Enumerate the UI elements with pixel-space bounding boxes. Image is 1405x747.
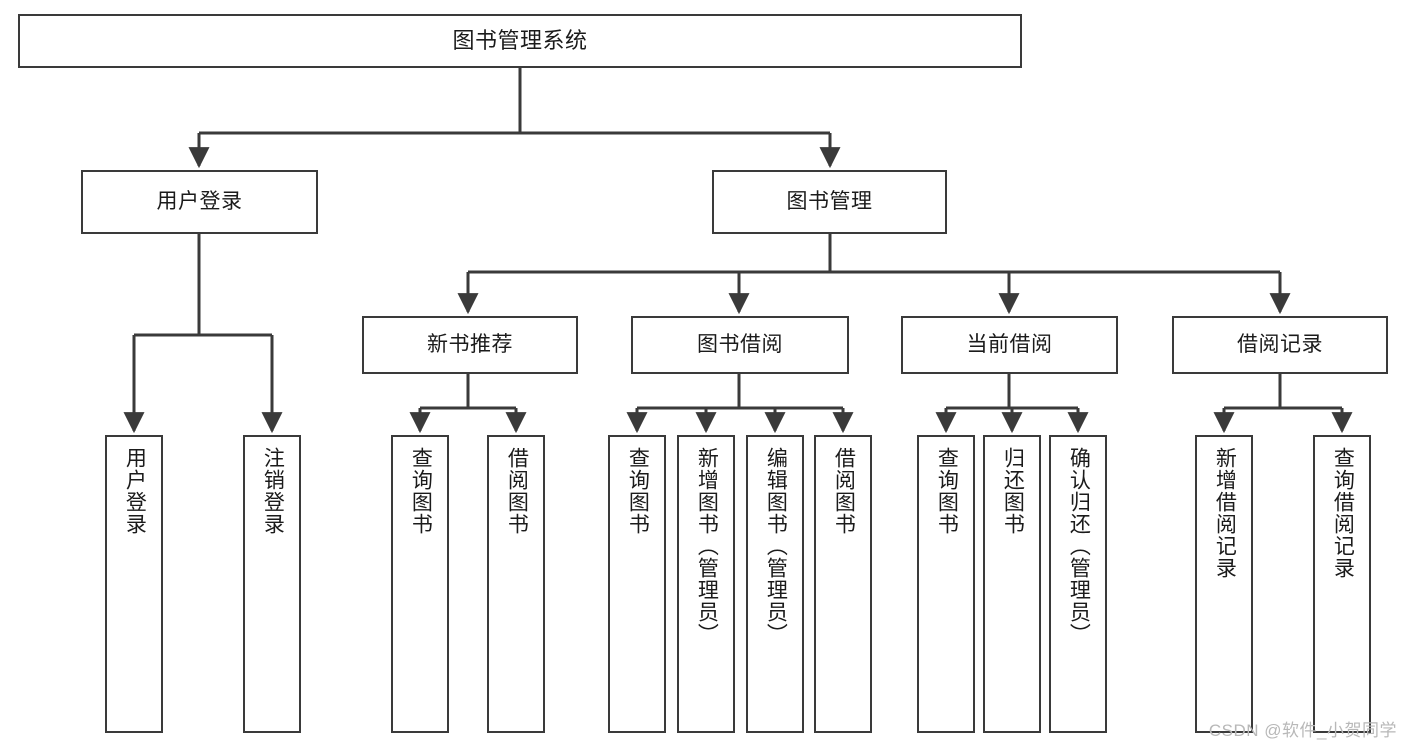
node-leaf-query-book-2-label: 查询图书 [626,447,650,535]
node-user-login[interactable]: 用户登录 [81,170,318,234]
node-leaf-query-book-3[interactable]: 查询图书 [917,435,975,733]
node-new-book-rec-label: 新书推荐 [427,332,513,356]
node-leaf-return-book[interactable]: 归还图书 [983,435,1041,733]
node-leaf-add-record[interactable]: 新增借阅记录 [1195,435,1253,733]
csdn-watermark: CSDN @软件_小贺同学 [1208,721,1397,740]
node-borrow-record-label: 借阅记录 [1237,332,1323,356]
node-leaf-query-book-2[interactable]: 查询图书 [608,435,666,733]
node-leaf-borrow-book-2[interactable]: 借阅图书 [814,435,872,733]
node-leaf-confirm-return[interactable]: 确认归还（管理员） [1049,435,1107,733]
node-leaf-borrow-book-1[interactable]: 借阅图书 [487,435,545,733]
node-leaf-add-record-label: 新增借阅记录 [1213,447,1237,579]
node-borrow-record[interactable]: 借阅记录 [1172,316,1388,374]
node-leaf-edit-book[interactable]: 编辑图书（管理员） [746,435,804,733]
node-new-book-rec[interactable]: 新书推荐 [362,316,578,374]
node-current-borrow-label: 当前借阅 [966,332,1053,356]
node-book-borrow-label: 图书借阅 [697,332,783,356]
node-leaf-query-record-label: 查询借阅记录 [1331,447,1355,579]
node-leaf-return-book-label: 归还图书 [1001,447,1025,535]
node-leaf-user-login-label: 用户登录 [123,447,147,535]
node-leaf-query-book-1-label: 查询图书 [409,447,433,535]
node-leaf-query-book-1[interactable]: 查询图书 [391,435,449,733]
node-user-login-label: 用户登录 [156,189,243,213]
node-root-label: 图书管理系统 [452,28,588,54]
node-leaf-add-book[interactable]: 新增图书（管理员） [677,435,735,733]
node-leaf-edit-book-label: 编辑图书（管理员） [764,447,788,645]
node-leaf-user-login[interactable]: 用户登录 [105,435,163,733]
node-leaf-add-book-label: 新增图书（管理员） [695,447,719,645]
node-current-borrow[interactable]: 当前借阅 [901,316,1118,374]
node-leaf-logout[interactable]: 注销登录 [243,435,301,733]
node-leaf-borrow-book-1-label: 借阅图书 [505,447,529,535]
node-leaf-borrow-book-2-label: 借阅图书 [832,447,856,535]
node-book-manage[interactable]: 图书管理 [712,170,947,234]
node-book-borrow[interactable]: 图书借阅 [631,316,849,374]
node-leaf-query-record[interactable]: 查询借阅记录 [1313,435,1371,733]
node-book-manage-label: 图书管理 [786,189,873,213]
node-leaf-logout-label: 注销登录 [261,447,285,535]
node-leaf-confirm-return-label: 确认归还（管理员） [1067,447,1091,645]
node-leaf-query-book-3-label: 查询图书 [935,447,959,535]
node-root[interactable]: 图书管理系统 [18,14,1022,68]
